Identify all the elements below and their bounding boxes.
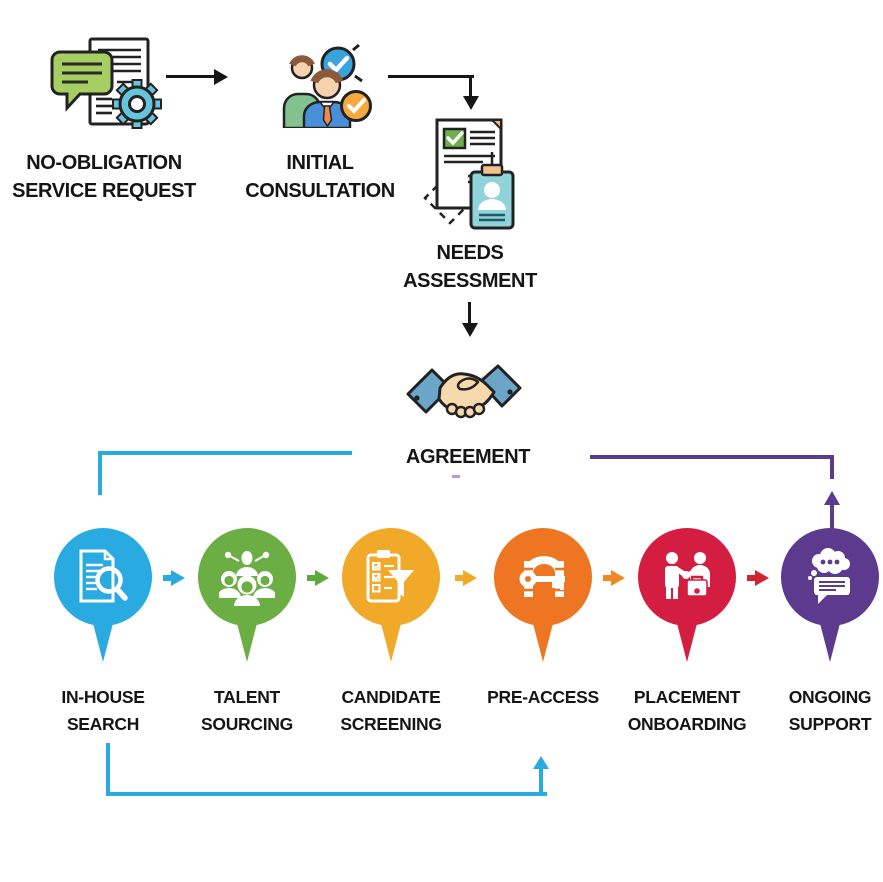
pin-placement-onboarding [638,528,736,626]
connector-blue-elbow-bottom [106,743,547,796]
consultation-people-check-icon [282,44,372,128]
pin-label-pre-access: PRE-ACCESS [487,687,599,707]
people-network-icon [219,551,275,606]
step-label-needs-assessment: NEEDS ASSESSMENT [403,242,537,292]
key-gate-icon [519,556,565,597]
arrow-head-up-icon [824,491,840,505]
document-magnifier-icon [79,549,128,603]
arrow-right-icon [747,570,769,586]
arrow-head-right-icon [214,68,228,85]
pin-label-placement-onboarding: PLACEMENT ONBOARDING [627,687,747,734]
document-id-badge-icon [423,118,515,230]
step-label-agreement: AGREEMENT [405,446,531,468]
pin-candidate-screening [342,528,440,626]
connector-blue-elbow-top [98,451,352,495]
step-label-initial-consultation: INITIAL CONSULTATION [245,152,395,202]
pin-label-talent-sourcing: TALENT SOURCING [201,687,293,734]
pin-label-candidate-screening: CANDIDATE SCREENING [340,687,442,734]
arrow-head-down-icon [461,323,478,337]
pin-label-ongoing-support: ONGOING SUPPORT [788,687,872,734]
step-label-service-request: NO-OBLIGATION SERVICE REQUEST [12,152,196,202]
connector-purple-shaft [830,505,834,529]
pin-talent-sourcing [198,528,296,626]
arrow-head-down-icon [462,96,479,110]
arrow-right-icon [455,570,477,586]
pin-ongoing-support [781,528,879,626]
clipboard-funnel-icon [366,550,414,603]
arrow-line [388,75,474,78]
arrow-right-icon [163,570,185,586]
handshake-icon [406,364,522,419]
arrow-head-up-icon [533,756,549,769]
connector-purple-elbow [590,455,834,479]
arrow-right-icon [603,570,625,586]
chat-document-gear-icon [50,37,162,129]
pin-pre-access [494,528,592,626]
connector-blue-shaft [539,768,543,794]
arrow-line [468,302,471,324]
pin-label-in-house-search: IN-HOUSE SEARCH [61,687,145,734]
agreement-dash-mark [452,475,460,478]
thought-chat-bubble-icon [808,548,850,604]
arrow-line [469,75,472,97]
handshake-briefcase-icon [665,552,710,599]
arrow-line [166,75,216,78]
pin-in-house-search [54,528,152,626]
arrow-right-icon [307,570,329,586]
